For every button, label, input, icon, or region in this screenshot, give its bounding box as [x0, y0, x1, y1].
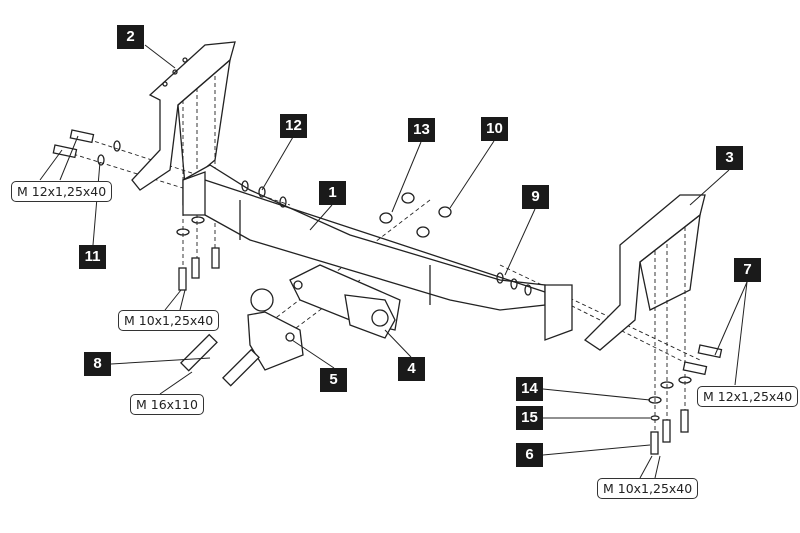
part-label-13: 13: [408, 118, 435, 142]
part-label-11: 11: [79, 245, 106, 269]
spec-ball-bolt: M 16x110: [130, 394, 204, 415]
part-label-8: 8: [84, 352, 111, 376]
part-label-9: 9: [522, 185, 549, 209]
part-label-10: 10: [481, 117, 508, 141]
spec-right-bottom-bolt: M 10x1,25x40: [597, 478, 699, 499]
socket-plate: [344, 294, 396, 339]
spec-left-bracket-bolt: M 12x1,25x40: [11, 181, 113, 202]
part-label-4: 4: [398, 357, 425, 381]
main-crossbar: [182, 164, 573, 341]
part-label-12: 12: [280, 114, 307, 138]
tow-ball: [247, 288, 304, 371]
part-label-1: 1: [319, 181, 346, 205]
part-label-2: 2: [117, 25, 144, 49]
part-label-7: 7: [734, 258, 761, 282]
part-label-3: 3: [716, 146, 743, 170]
spec-left-bottom-bolt: M 10x1,25x40: [118, 310, 220, 331]
part-label-6: 6: [516, 443, 543, 467]
right-bracket: [583, 194, 706, 351]
part-label-5: 5: [320, 368, 347, 392]
left-bracket: [131, 41, 236, 191]
spec-right-bracket-bolt: M 12x1,25x40: [697, 386, 799, 407]
part-label-15: 15: [516, 406, 543, 430]
leader-lines: [39, 44, 748, 479]
part-label-14: 14: [516, 377, 543, 401]
